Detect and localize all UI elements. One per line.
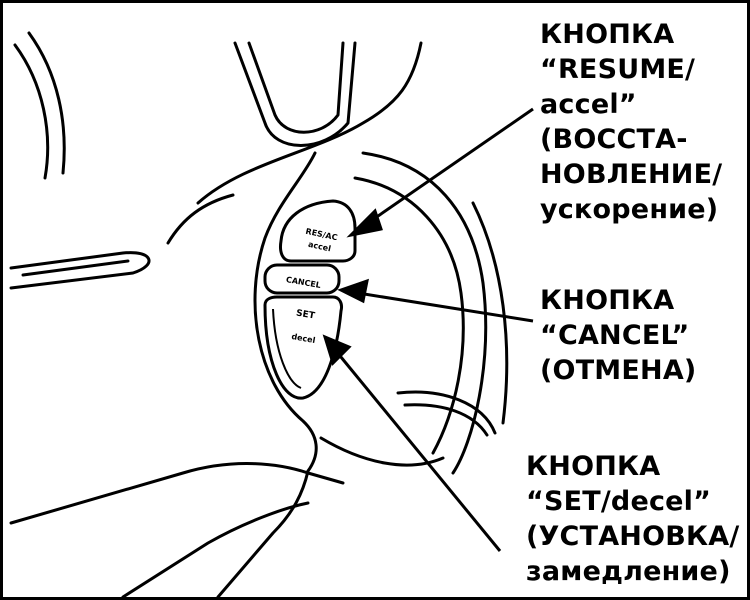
cancel-arrowhead bbox=[337, 278, 369, 304]
set-leader-line bbox=[334, 350, 502, 552]
left-spoke-shade bbox=[21, 259, 130, 277]
resume-callout-line: “RESUME/ bbox=[540, 54, 696, 85]
wheel-rim-outer bbox=[13, 43, 50, 180]
resume-callout-line: ускорение) bbox=[540, 194, 719, 225]
set-callout-line: (УСТАНОВКА/ bbox=[526, 521, 740, 552]
airbag-pad-lower bbox=[319, 436, 445, 467]
right-edge bbox=[471, 201, 509, 425]
wheel-rim-inner bbox=[27, 31, 66, 175]
resume-leader-line bbox=[364, 107, 534, 227]
set-callout-line: КНОПКА bbox=[526, 451, 661, 482]
switch-housing bbox=[253, 151, 318, 473]
cancel-callout: КНОПКА “CANCEL” (ОТМЕНА) bbox=[540, 283, 696, 388]
resume-accel-button[interactable] bbox=[279, 199, 357, 263]
cancel-callout-line: (ОТМЕНА) bbox=[540, 355, 697, 386]
set-button-label-1: SET bbox=[295, 308, 316, 321]
resume-callout-line: КНОПКА bbox=[540, 19, 675, 50]
lower-spoke-c bbox=[216, 469, 310, 597]
set-callout-line: “SET/decel” bbox=[526, 486, 712, 517]
set-arrowhead bbox=[322, 334, 352, 366]
upper-column-inner bbox=[247, 41, 345, 134]
set-decel-button[interactable] bbox=[263, 295, 343, 400]
hub-curve-b bbox=[166, 193, 235, 245]
resume-arrowhead bbox=[346, 208, 383, 238]
cancel-callout-line: “CANCEL” bbox=[540, 320, 690, 351]
set-button-label-2: decel bbox=[291, 332, 317, 345]
resume-callout-line: accel” bbox=[540, 89, 637, 120]
lower-spoke-b bbox=[121, 501, 310, 597]
set-decel-button-inner bbox=[272, 308, 302, 389]
upper-column-outer bbox=[233, 41, 357, 147]
cruise-control-buttons: RES/AC accel CANCEL SET decel bbox=[263, 199, 357, 400]
left-spoke-top bbox=[9, 251, 151, 290]
set-callout: КНОПКА “SET/decel” (УСТАНОВКА/ замедлени… bbox=[526, 449, 739, 589]
steering-wheel-drawing: RES/AC accel CANCEL SET decel bbox=[9, 31, 534, 597]
cancel-leader-line bbox=[357, 291, 534, 323]
set-callout-line: замедление) bbox=[526, 556, 731, 587]
lower-spoke-a bbox=[9, 462, 345, 525]
hub-curve-a bbox=[196, 41, 423, 205]
right-lower-curve bbox=[396, 390, 497, 435]
resume-callout: КНОПКА “RESUME/ accel” (ВОССТА- НОВЛЕНИЕ… bbox=[540, 17, 722, 227]
cancel-callout-line: КНОПКА bbox=[540, 285, 675, 316]
resume-callout-line: (ВОССТА- bbox=[540, 124, 688, 155]
airbag-pad-outer bbox=[361, 151, 488, 475]
cancel-button[interactable] bbox=[263, 263, 341, 295]
right-lower-curve-2 bbox=[403, 403, 489, 437]
resume-callout-line: НОВЛЕНИЕ/ bbox=[540, 159, 723, 190]
